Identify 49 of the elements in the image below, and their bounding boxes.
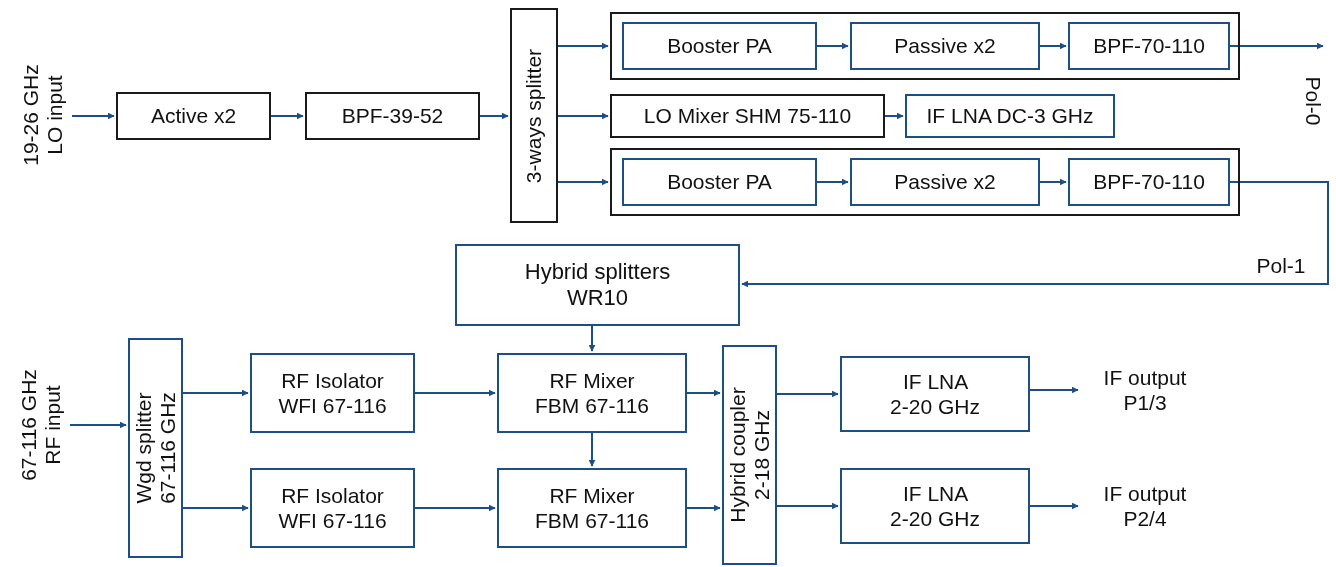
arrow [816,42,849,50]
arrow [1029,502,1079,510]
block-box: 3-ways splitter [510,8,558,223]
arrow [1039,42,1067,50]
block-box: Hybrid coupler 2-18 GHz [722,345,777,565]
block-box: Booster PA [622,158,817,206]
block-box: RF Isolator WFI 67-116 [250,353,415,433]
block-box: Passive x2 [850,22,1040,70]
arrow [816,178,849,186]
arrow [182,389,249,397]
group-box [610,148,1240,216]
arrow [557,42,609,50]
block-box: IF LNA 2-20 GHz [840,356,1030,432]
block-box: BPF-70-110 [1068,22,1230,70]
block-box: RF Mixer FBM 67-116 [497,353,687,433]
group-box [610,12,1240,80]
block-box: BPF-39-52 [305,92,480,140]
block-box: BPF-70-110 [1068,158,1230,206]
arrow [69,421,127,429]
arrow [71,112,115,120]
arrow [270,112,304,120]
arrow [414,389,496,397]
arrow [686,389,721,397]
block-box: RF Isolator WFI 67-116 [250,468,415,548]
arrow [776,502,839,510]
arrow [1029,386,1079,394]
arrow [557,112,609,120]
block-box: IF LNA DC-3 GHz [905,94,1115,138]
block-box: Passive x2 [850,158,1040,206]
block-box: IF LNA 2-20 GHz [840,468,1030,544]
arrow [1229,42,1324,50]
block-box: Hybrid splitters WR10 [455,244,740,326]
port-label: IF output P2/4 [1080,478,1210,534]
arrow [479,112,509,120]
arrow [1039,178,1067,186]
arrow [741,181,1329,288]
port-label: IF output P1/3 [1080,362,1210,418]
block-box: RF Mixer FBM 67-116 [497,468,687,548]
arrow [557,178,609,186]
block-box: Active x2 [116,92,271,140]
arrow [588,325,596,352]
arrow [182,504,249,512]
block-box: Booster PA [622,22,817,70]
block-box: LO Mixer SHM 75-110 [610,94,885,138]
arrow [776,390,839,398]
arrow [686,504,721,512]
arrow [414,504,496,512]
arrow [884,112,904,120]
arrow [588,432,596,467]
